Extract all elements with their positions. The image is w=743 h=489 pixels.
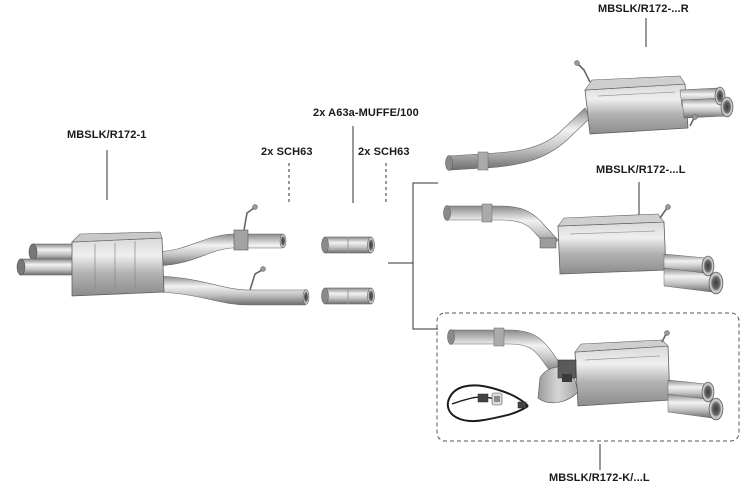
bracket-arm [413, 183, 438, 329]
label-main-part: MBSLK/R172-1 [67, 129, 146, 141]
label-muffe: 2x A63a-MUFFE/100 [313, 107, 419, 119]
label-sleeve-right: 2x SCH63 [358, 146, 410, 158]
rear-section-left [444, 204, 724, 294]
rear-section-flap [448, 328, 724, 421]
muffe-sleeves [322, 237, 375, 304]
rear-section-right [446, 61, 734, 171]
front-section [17, 205, 309, 306]
label-rear-right: MBSLK/R172-...R [598, 3, 689, 15]
label-sleeve-left: 2x SCH63 [261, 146, 313, 158]
label-rear-left: MBSLK/R172-...L [596, 164, 686, 176]
label-rear-flap: MBSLK/R172-K/...L [549, 472, 650, 484]
